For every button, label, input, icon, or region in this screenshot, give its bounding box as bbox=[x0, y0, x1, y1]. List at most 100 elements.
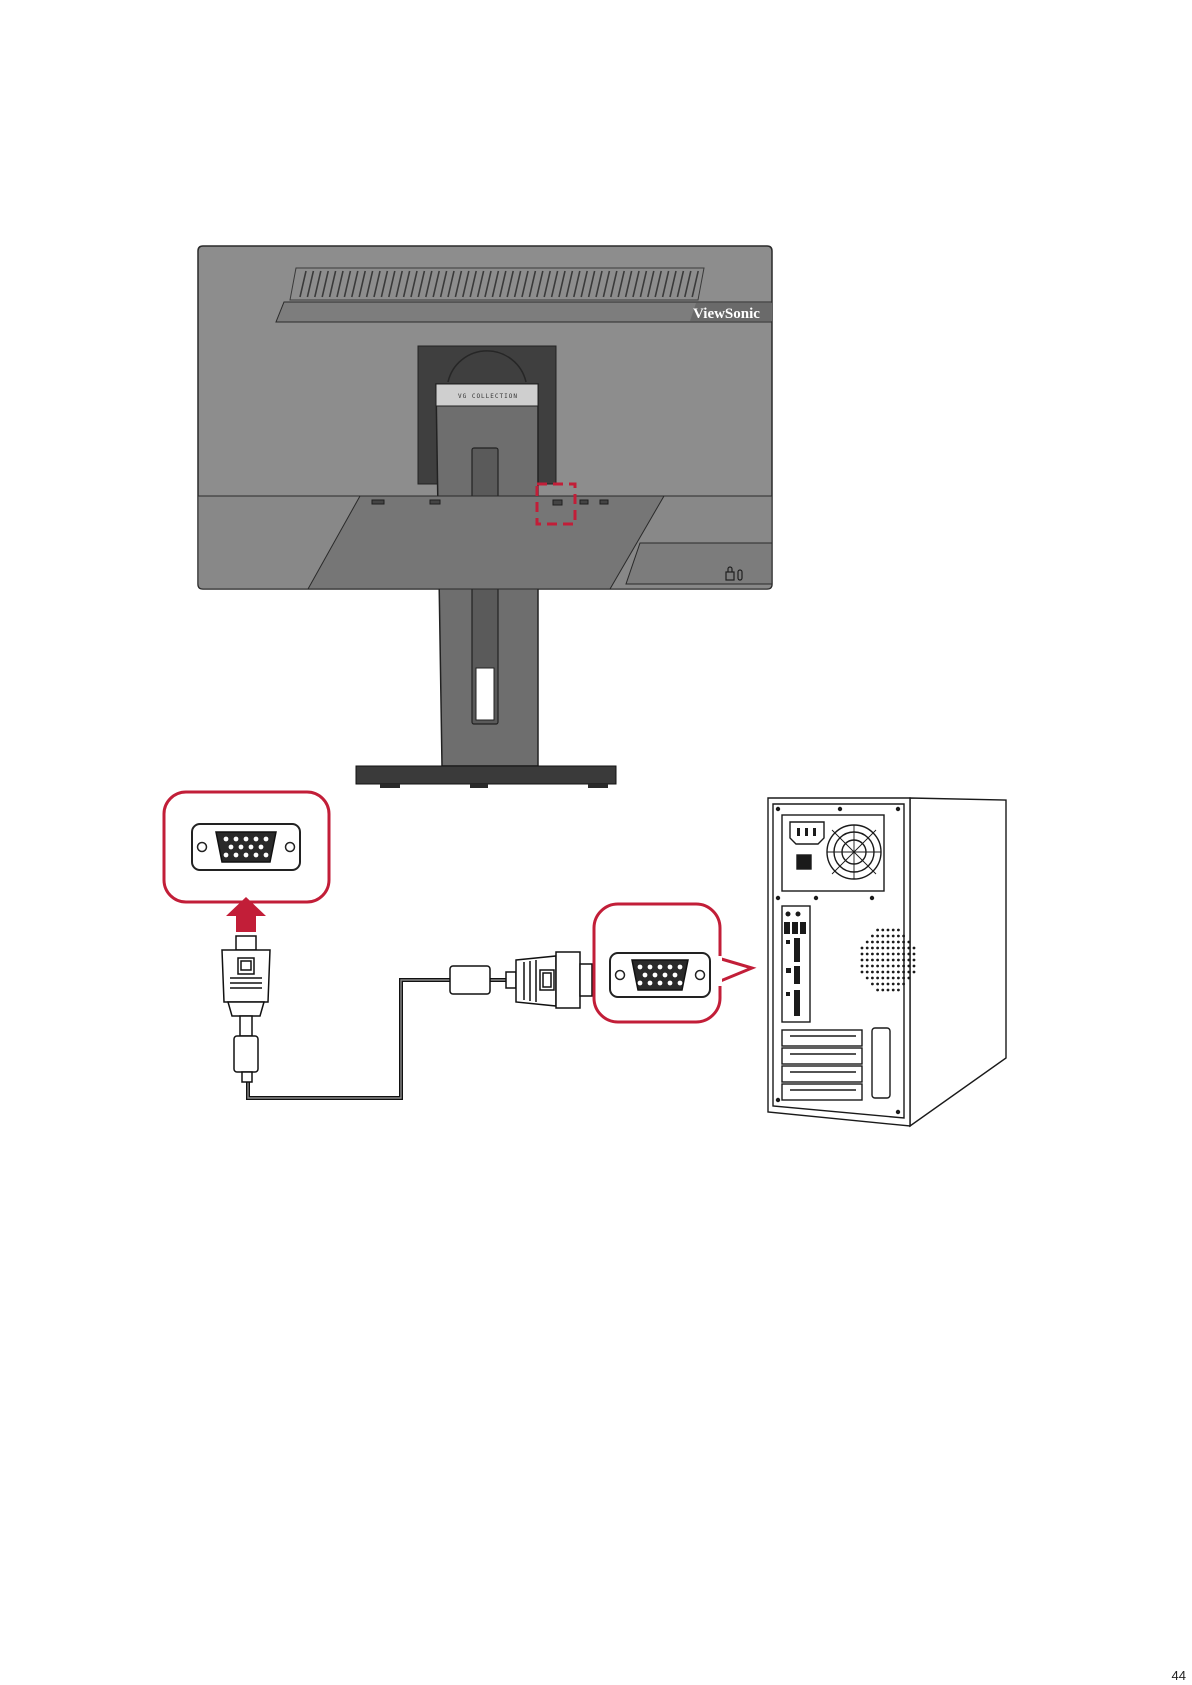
vent-dot bbox=[881, 947, 884, 950]
computer-vga-callout bbox=[594, 904, 752, 1022]
vent-dot bbox=[892, 989, 895, 992]
vga-pin bbox=[663, 973, 668, 978]
vent-dot bbox=[892, 965, 895, 968]
vent-dot bbox=[861, 953, 864, 956]
vga-pin bbox=[638, 965, 643, 970]
vga-pin bbox=[678, 981, 683, 986]
vent-dot bbox=[897, 947, 900, 950]
vent-dot bbox=[871, 959, 874, 962]
vent-dot bbox=[902, 941, 905, 944]
vent-dot bbox=[897, 953, 900, 956]
vga-pin bbox=[254, 853, 259, 858]
vent-dot bbox=[866, 953, 869, 956]
vga-pin bbox=[239, 845, 244, 850]
vent-dot bbox=[887, 929, 890, 932]
vent-dot bbox=[881, 965, 884, 968]
vga-pin bbox=[224, 853, 229, 858]
vga-pin bbox=[643, 973, 648, 978]
vent-dot bbox=[902, 935, 905, 938]
vent-dot bbox=[907, 977, 910, 980]
vga-pin bbox=[658, 965, 663, 970]
vent-dot bbox=[881, 935, 884, 938]
power-switch bbox=[797, 855, 811, 869]
vent-dot bbox=[887, 953, 890, 956]
vent-dot bbox=[892, 953, 895, 956]
vent-dot bbox=[887, 983, 890, 986]
vent-dot bbox=[866, 947, 869, 950]
vent-dot bbox=[892, 947, 895, 950]
vent-dot bbox=[871, 983, 874, 986]
vent-dot bbox=[881, 971, 884, 974]
vga-cable bbox=[222, 936, 592, 1098]
vent-dot bbox=[887, 935, 890, 938]
vent-dot bbox=[861, 971, 864, 974]
vent-dot bbox=[887, 971, 890, 974]
vga-pin bbox=[668, 981, 673, 986]
vent-dot bbox=[871, 965, 874, 968]
vga-pin bbox=[224, 837, 229, 842]
vent-dot bbox=[913, 953, 916, 956]
vent-dot bbox=[866, 977, 869, 980]
port-bay bbox=[308, 496, 664, 589]
vent-dot bbox=[887, 941, 890, 944]
vent-dot bbox=[897, 977, 900, 980]
vga-connector-monitor-end bbox=[222, 936, 270, 1082]
vent-dot bbox=[871, 941, 874, 944]
vent-dot bbox=[902, 953, 905, 956]
vga-pin bbox=[264, 837, 269, 842]
vent-dot bbox=[881, 941, 884, 944]
vent-dot bbox=[907, 971, 910, 974]
cable-clip-opening bbox=[476, 668, 494, 720]
vent-dot bbox=[897, 965, 900, 968]
computer-tower bbox=[768, 798, 1006, 1126]
vent-dot bbox=[881, 959, 884, 962]
vent-dot bbox=[907, 947, 910, 950]
vga-pin bbox=[264, 853, 269, 858]
vent-dot bbox=[866, 959, 869, 962]
io-side-panel bbox=[626, 543, 772, 584]
vga-pin bbox=[658, 981, 663, 986]
vga-pin bbox=[668, 965, 673, 970]
vent-dot bbox=[902, 959, 905, 962]
vent-dot bbox=[913, 947, 916, 950]
vga-pin bbox=[234, 837, 239, 842]
vga-pin bbox=[229, 845, 234, 850]
stand-base-foot-center bbox=[470, 784, 488, 788]
vent-dot bbox=[887, 965, 890, 968]
vga-connector-computer-end bbox=[450, 952, 592, 1008]
stand-base-foot-left bbox=[380, 784, 400, 788]
vent-dot bbox=[892, 935, 895, 938]
vga-pin bbox=[254, 837, 259, 842]
vent-dot bbox=[881, 977, 884, 980]
tower-side-panel bbox=[910, 798, 1006, 1126]
vent-dot bbox=[907, 959, 910, 962]
vga-pin bbox=[653, 973, 658, 978]
vent-dot bbox=[861, 959, 864, 962]
vent-dot bbox=[897, 941, 900, 944]
vga-pin bbox=[648, 965, 653, 970]
vent-dot bbox=[871, 977, 874, 980]
vent-dot bbox=[913, 965, 916, 968]
vga-pin bbox=[244, 853, 249, 858]
vent-dot bbox=[897, 989, 900, 992]
vent-dot bbox=[887, 959, 890, 962]
vent-dot bbox=[876, 941, 879, 944]
vent-dot bbox=[866, 965, 869, 968]
vent-dot bbox=[907, 965, 910, 968]
vent-dot bbox=[876, 965, 879, 968]
vga-pin bbox=[673, 973, 678, 978]
monitor-rear: ViewSonic VG COLLECTION bbox=[198, 246, 772, 788]
vent-dot bbox=[887, 977, 890, 980]
vga-port-icon bbox=[610, 953, 710, 997]
vent-dot bbox=[902, 983, 905, 986]
vent-dot bbox=[913, 971, 916, 974]
vent-dot bbox=[892, 977, 895, 980]
vga-port-icon bbox=[192, 824, 300, 870]
stand-base bbox=[356, 766, 616, 784]
vent-dot bbox=[871, 953, 874, 956]
vent-dot bbox=[887, 989, 890, 992]
vga-pin bbox=[678, 965, 683, 970]
vent-dot bbox=[897, 971, 900, 974]
cable-line bbox=[248, 980, 450, 1098]
